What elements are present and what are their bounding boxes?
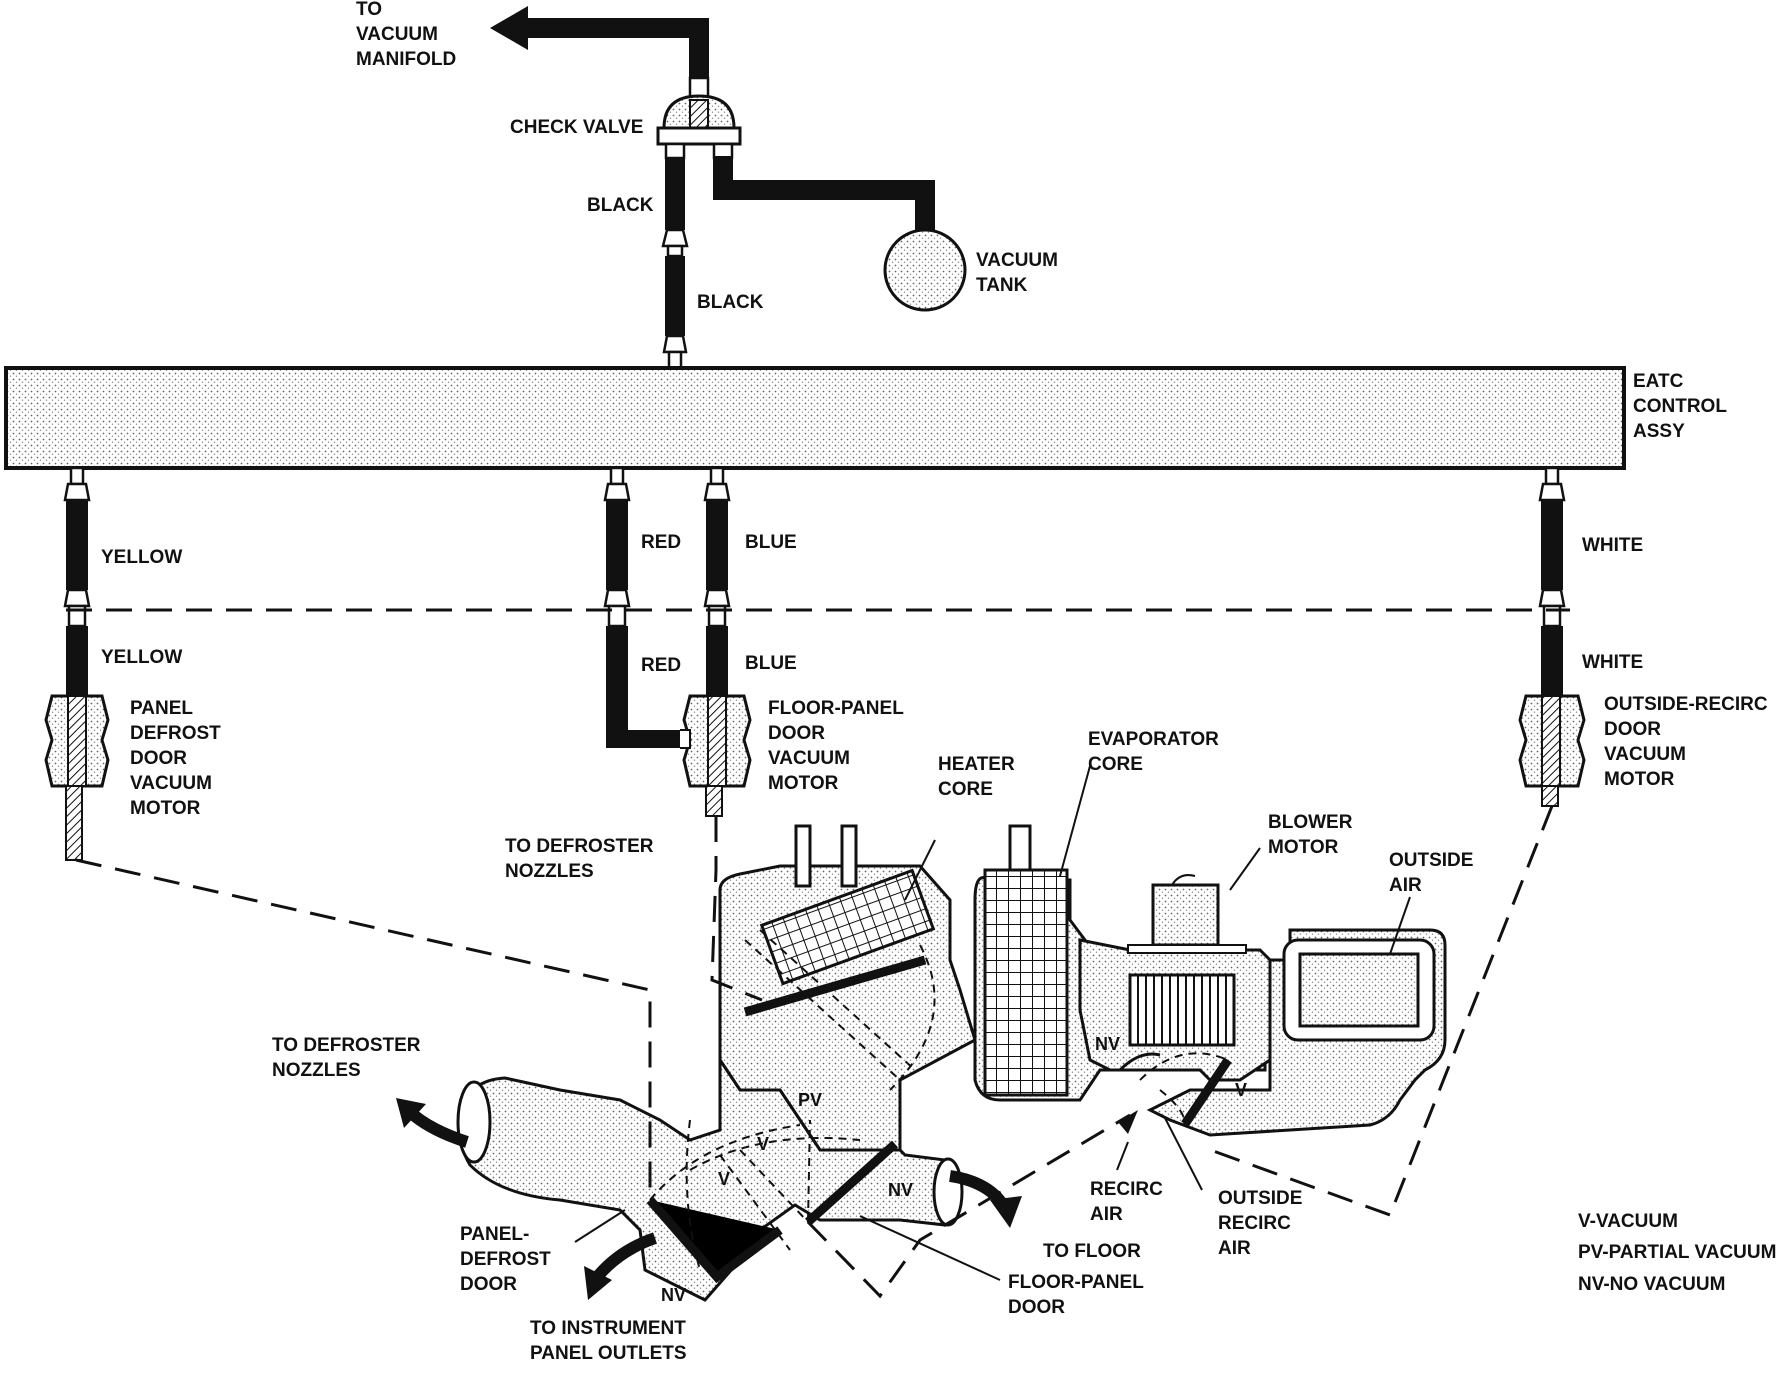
check-valve xyxy=(656,76,742,160)
manifold-arrow-icon xyxy=(490,6,528,50)
instrument-panel-airflow-arrow-icon xyxy=(584,1232,658,1300)
recirc-airflow-arrow-icon xyxy=(1118,1110,1138,1134)
blue-hose-label-lower: BLUE xyxy=(745,653,797,674)
recirc-air-label: RECIRC AIR xyxy=(1090,1179,1168,1225)
panel-defrost-motor-label: PANEL DEFROST DOOR VACUUM MOTOR xyxy=(130,698,226,819)
floor-panel-vacuum-motor xyxy=(680,694,752,817)
evaporator-core-label: EVAPORATOR CORE xyxy=(1088,729,1224,775)
yellow-hose xyxy=(63,466,91,696)
black-hose-label-lower: BLACK xyxy=(697,292,764,313)
to-defroster-nozzles-left-label: TO DEFROSTER NOZZLES xyxy=(272,1035,426,1081)
to-defroster-nozzles-upper-label: TO DEFROSTER NOZZLES xyxy=(505,836,659,882)
vacuum-tank-hose xyxy=(713,156,935,230)
vacuum-tank xyxy=(883,228,967,312)
door-travel-arcs xyxy=(649,929,1229,1271)
floor-panel-door-label: FLOOR-PANEL DOOR xyxy=(1008,1272,1149,1318)
floor-panel-motor-label: FLOOR-PANEL DOOR VACUUM MOTOR xyxy=(768,698,909,794)
legend: V-VACUUM PV-PARTIAL VACUUM NV-NO VACUUM xyxy=(1578,1211,1776,1295)
door-state-v-1: V xyxy=(757,1134,769,1154)
leader-lines xyxy=(574,765,1411,1281)
defroster-airflow-arrow-icon xyxy=(396,1098,469,1148)
red-hose-label-lower: RED xyxy=(641,655,681,676)
door-state-v-2: V xyxy=(718,1169,730,1189)
heater-core-label: HEATER CORE xyxy=(938,754,1020,800)
vacuum-manifold-line xyxy=(490,6,709,80)
outside-recirc-vacuum-motor xyxy=(1518,694,1586,807)
door-state-nv-recirc: NV xyxy=(1095,1034,1120,1054)
actuator-linkages xyxy=(75,805,1554,1299)
eatc-control-assy-label: EATC CONTROL ASSY xyxy=(1633,371,1732,442)
eatc-control-assy xyxy=(4,366,1626,470)
floor-airflow-arrow-icon xyxy=(948,1170,1022,1228)
outside-air-inlet xyxy=(1298,952,1420,1028)
blue-hose-label-upper: BLUE xyxy=(745,532,797,553)
door-state-nv-bottom: NV xyxy=(661,1285,686,1305)
outside-recirc-motor-label: OUTSIDE-RECIRC DOOR VACUUM MOTOR xyxy=(1604,694,1773,790)
panel-defrost-door-label: PANEL- DEFROST DOOR xyxy=(460,1224,556,1295)
door-state-pv: PV xyxy=(798,1090,822,1110)
black-hose-label-upper: BLACK xyxy=(587,195,654,216)
outside-recirc-air-label: OUTSIDE RECIRC AIR xyxy=(1218,1188,1308,1259)
check-valve-label: CHECK VALVE xyxy=(510,117,643,138)
blower-motor xyxy=(1151,883,1220,947)
yellow-hose-label-lower: YELLOW xyxy=(101,647,182,668)
door-state-v-recirc: V xyxy=(1235,1080,1247,1100)
evaporator-core xyxy=(983,868,1069,1097)
white-hose-label-upper: WHITE xyxy=(1582,535,1643,556)
to-floor-label: TO FLOOR xyxy=(1043,1241,1141,1262)
legend-pv: PV-PARTIAL VACUUM xyxy=(1578,1242,1776,1263)
floor-panel-door xyxy=(804,1140,899,1226)
white-hose-label-lower: WHITE xyxy=(1582,652,1643,673)
black-hose xyxy=(661,158,689,370)
panel-defrost-door xyxy=(646,1197,783,1284)
blue-hose xyxy=(703,466,731,696)
blower-motor-label: BLOWER MOTOR xyxy=(1268,812,1358,858)
door-state-nv-floor: NV xyxy=(888,1180,913,1200)
heater-core xyxy=(759,868,936,986)
hvac-case xyxy=(456,824,1447,1302)
panel-defrost-vacuum-motor xyxy=(44,694,110,861)
red-hose xyxy=(603,466,680,748)
red-hose-label-upper: RED xyxy=(641,532,681,553)
recirc-door xyxy=(1181,1057,1232,1127)
yellow-hose-label-upper: YELLOW xyxy=(101,547,182,568)
to-vacuum-manifold-label: TO VACUUM MANIFOLD xyxy=(356,0,456,70)
vacuum-tank-label: VACUUM TANK xyxy=(976,250,1063,296)
white-hose xyxy=(1538,466,1566,696)
legend-v: V-VACUUM xyxy=(1578,1211,1678,1232)
outside-air-label: OUTSIDE AIR xyxy=(1389,850,1479,896)
legend-nv: NV-NO VACUUM xyxy=(1578,1274,1725,1295)
to-instrument-panel-outlets-label: TO INSTRUMENT PANEL OUTLETS xyxy=(530,1318,691,1364)
blower-wheel xyxy=(1128,973,1236,1047)
